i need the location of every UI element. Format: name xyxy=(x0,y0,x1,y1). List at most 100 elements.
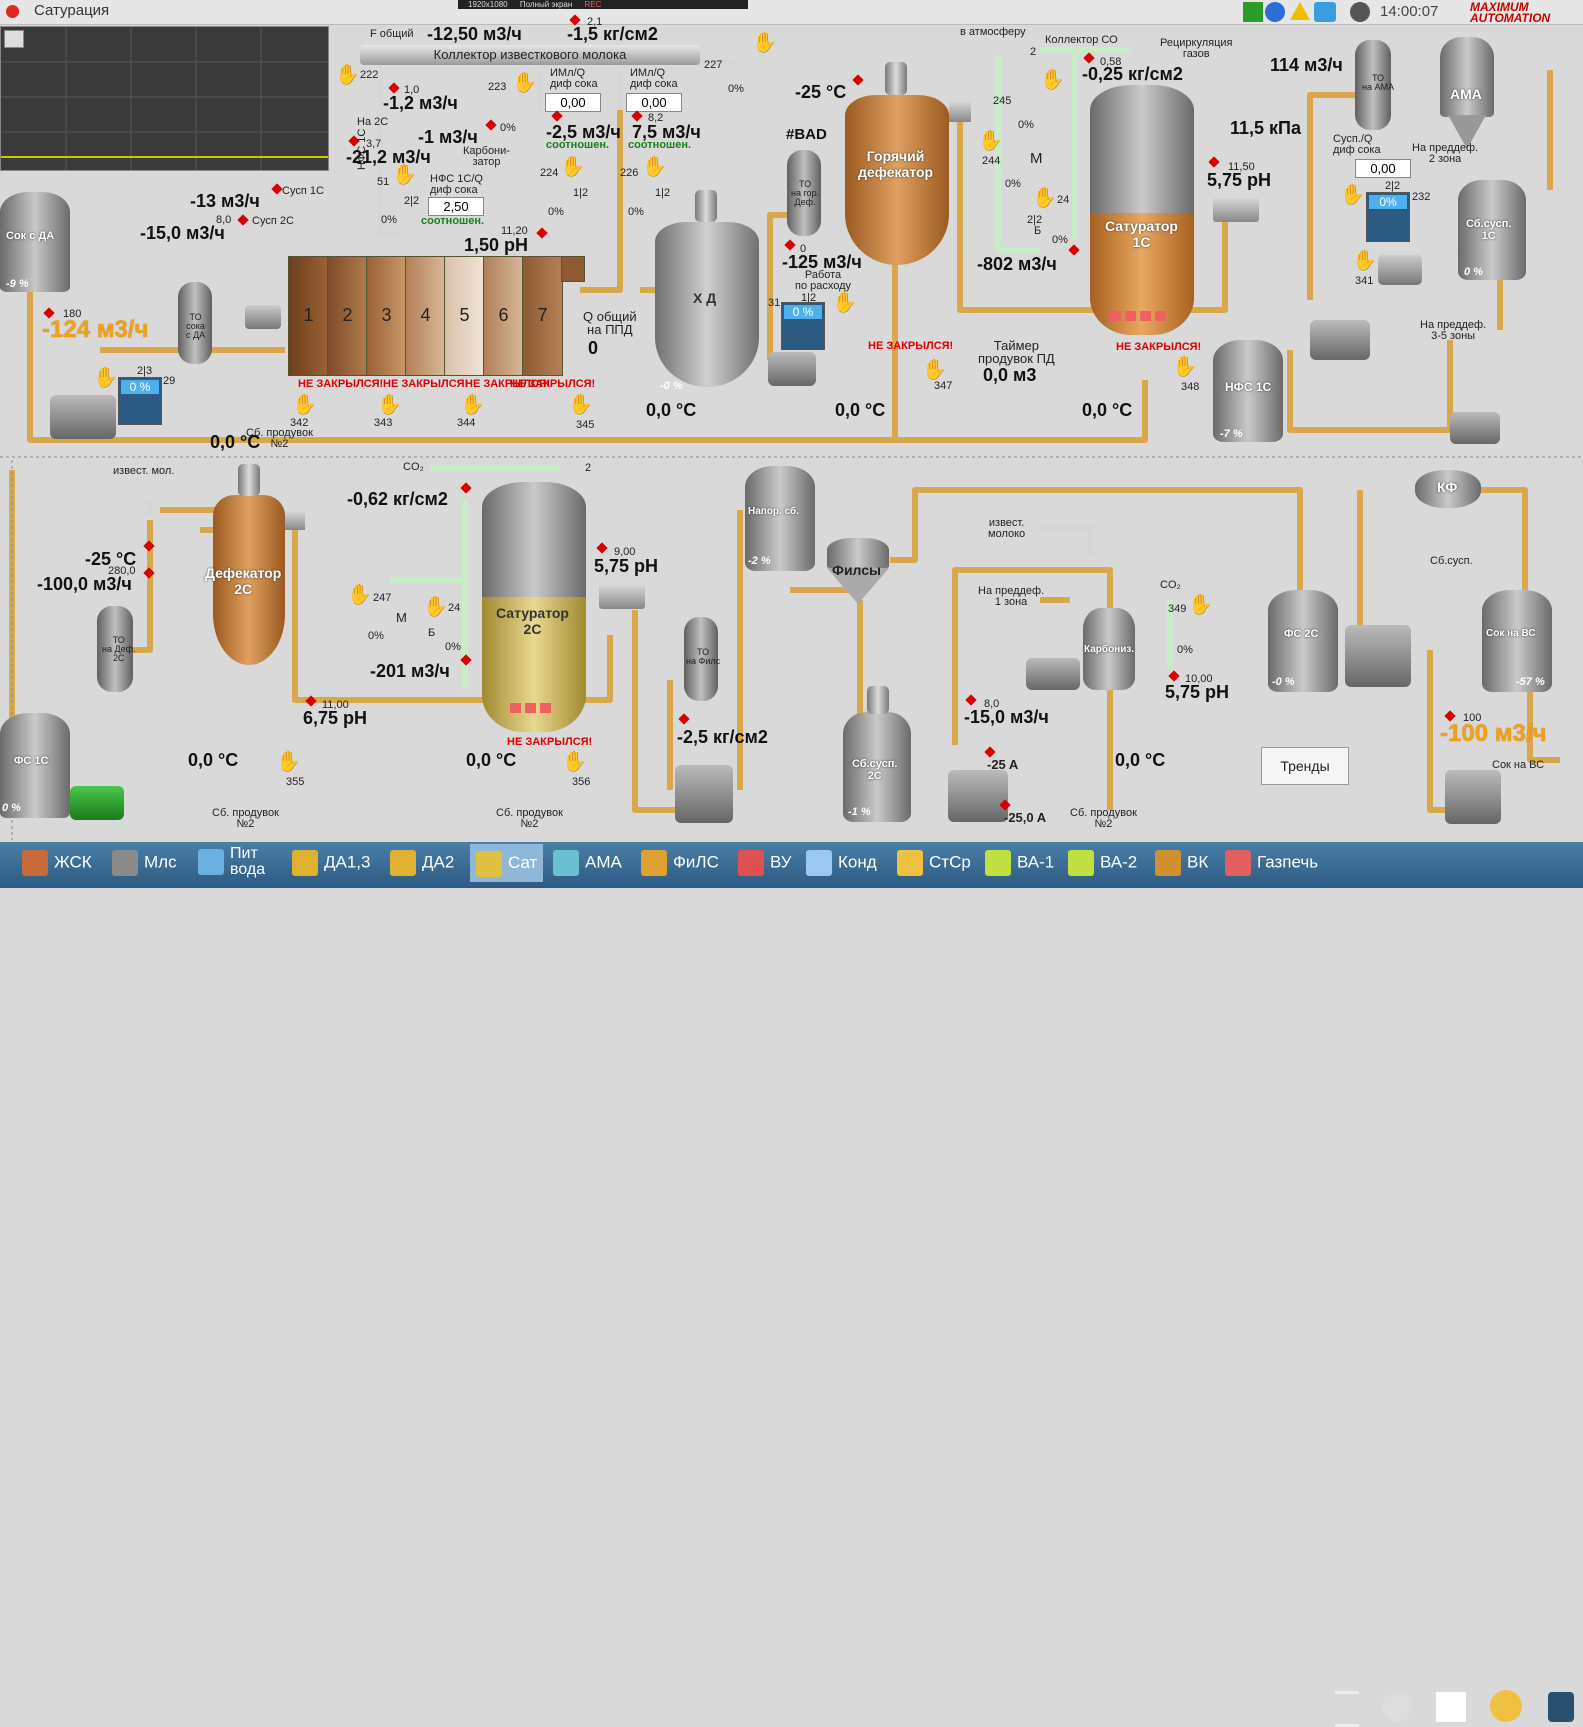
taskbar-item-da13[interactable]: ДА1,3 xyxy=(292,850,370,880)
telegram-icon[interactable] xyxy=(1314,2,1336,22)
chat-icon[interactable] xyxy=(1265,2,1285,22)
pump-fils[interactable] xyxy=(675,765,733,823)
section-6[interactable]: 6 xyxy=(483,256,524,376)
pump-sok-vs[interactable] xyxy=(1445,770,1501,824)
pump-23-controller[interactable]: 0 % xyxy=(118,377,162,425)
ph-sensor-box-2[interactable] xyxy=(599,583,645,609)
pump-sb-susp2c[interactable] xyxy=(948,770,1008,822)
filsy-tank[interactable] xyxy=(827,538,889,568)
pump-motor[interactable] xyxy=(245,305,281,329)
taskbar-item-vk[interactable]: ВК xyxy=(1155,850,1208,880)
taskbar-item-ama[interactable]: АМА xyxy=(553,850,622,880)
network-icon[interactable] xyxy=(1243,2,1263,22)
hd-agitator-motor[interactable] xyxy=(695,190,717,222)
ama-tank[interactable] xyxy=(1440,37,1494,117)
taskbar-item-vu[interactable]: ВУ xyxy=(738,850,792,880)
ima-q1-input[interactable]: 0,00 xyxy=(545,93,601,112)
heat-exchanger-fils[interactable] xyxy=(684,617,718,701)
taskbar-item-fils[interactable]: ФиЛС xyxy=(641,850,719,880)
operator-icon[interactable] xyxy=(1490,1690,1522,1722)
taskbar-item-va2[interactable]: ВА-2 xyxy=(1068,850,1137,880)
manual-hand-icon[interactable]: ✋ xyxy=(562,751,587,773)
save-icon[interactable] xyxy=(4,30,24,48)
manual-hand-icon[interactable]: ✋ xyxy=(347,584,372,606)
manual-hand-icon[interactable]: ✋ xyxy=(460,394,485,416)
heat-exchanger-hot-def[interactable] xyxy=(787,150,821,236)
heat-exchanger-sok-da[interactable] xyxy=(178,282,212,364)
manual-hand-icon[interactable]: ✋ xyxy=(423,596,448,618)
section-3[interactable]: 3 xyxy=(366,256,407,376)
manual-hand-icon[interactable]: ✋ xyxy=(512,72,537,94)
nfs-q-input[interactable]: 2,50 xyxy=(428,197,484,216)
heat-exchanger-ama[interactable] xyxy=(1355,40,1391,130)
ima-q2-input[interactable]: 0,00 xyxy=(626,93,682,112)
taskbar-item-pit-voda[interactable]: Пит вода xyxy=(198,846,265,878)
hot-defecator-tank[interactable] xyxy=(845,95,949,265)
carbonizer-tank[interactable] xyxy=(1083,608,1135,690)
pump-12-controller[interactable]: 0 % xyxy=(781,302,825,350)
fullscreen-label[interactable]: Полный экран xyxy=(519,0,573,9)
section-1[interactable]: 1 xyxy=(288,256,329,376)
saturator-2c-tank[interactable] xyxy=(482,482,586,732)
manual-hand-icon[interactable]: ✋ xyxy=(560,156,585,178)
hot-def-agitator-motor[interactable] xyxy=(885,62,907,95)
manual-hand-icon[interactable]: ✋ xyxy=(276,751,301,773)
taskbar-item-da2[interactable]: ДА2 xyxy=(390,850,454,880)
ph-sensor-box[interactable] xyxy=(1213,196,1259,222)
manual-hand-icon[interactable]: ✋ xyxy=(752,32,777,54)
section-4[interactable]: 4 xyxy=(405,256,446,376)
manual-hand-icon[interactable]: ✋ xyxy=(1032,187,1057,209)
section-7[interactable]: 7 xyxy=(522,256,563,376)
rec-label[interactable]: REC xyxy=(584,0,602,9)
taskbar-item-gazpech[interactable]: Газпечь xyxy=(1225,850,1318,880)
nfs-1c-tank[interactable] xyxy=(1213,340,1283,442)
sok-vs-tank[interactable] xyxy=(1482,590,1552,692)
manual-hand-icon[interactable]: ✋ xyxy=(832,292,857,314)
taskbar-item-mls[interactable]: Млс xyxy=(112,850,177,880)
hd-tank[interactable] xyxy=(655,222,759,387)
manual-hand-icon[interactable]: ✋ xyxy=(1188,594,1213,616)
gear-icon[interactable] xyxy=(1382,1692,1412,1722)
manual-hand-icon[interactable]: ✋ xyxy=(642,156,667,178)
saturator-1c-tank[interactable] xyxy=(1090,85,1194,335)
pump-hd[interactable] xyxy=(768,352,816,386)
taskbar-item-stsr[interactable]: СтСр xyxy=(897,850,971,880)
pump-nfs-2[interactable] xyxy=(1450,412,1500,444)
manual-hand-icon[interactable]: ✋ xyxy=(922,359,947,381)
warning-icon[interactable] xyxy=(1290,2,1310,20)
section-5[interactable]: 5 xyxy=(444,256,485,376)
mini-trend-panel[interactable] xyxy=(0,26,329,171)
manual-hand-icon[interactable]: ✋ xyxy=(93,367,118,389)
defecator-2c-tank[interactable] xyxy=(213,495,285,665)
pump-carbonizer[interactable] xyxy=(1026,658,1080,690)
susp-q-input[interactable]: 0,00 xyxy=(1355,159,1411,178)
manual-hand-icon[interactable]: ✋ xyxy=(1172,356,1197,378)
heat-exchanger-def2c[interactable] xyxy=(97,606,133,692)
taskbar-item-sat[interactable]: Сат xyxy=(470,844,544,882)
trends-button[interactable]: Тренды xyxy=(1261,747,1349,785)
sb-susp-1c-tank[interactable] xyxy=(1458,180,1526,280)
pump-fs1c[interactable] xyxy=(70,786,124,820)
section-2[interactable]: 2 xyxy=(327,256,368,376)
status-icon[interactable] xyxy=(1548,1692,1574,1722)
pump-nfs-1[interactable] xyxy=(1310,320,1370,360)
napor-tank[interactable] xyxy=(745,466,815,571)
pump22-controller[interactable]: 0% xyxy=(1366,192,1410,242)
menu-icon[interactable] xyxy=(1335,1691,1359,1727)
manual-hand-icon[interactable]: ✋ xyxy=(1040,69,1065,91)
manual-hand-icon[interactable]: ✋ xyxy=(335,64,360,86)
pump-susp1c[interactable] xyxy=(1378,255,1422,285)
manual-hand-icon[interactable]: ✋ xyxy=(568,394,593,416)
trend-chart-icon[interactable] xyxy=(1436,1692,1466,1722)
sb-susp-2c-tank[interactable] xyxy=(843,712,911,822)
pump-sok-da[interactable] xyxy=(50,395,116,439)
close-icon[interactable] xyxy=(6,5,19,18)
manual-hand-icon[interactable]: ✋ xyxy=(978,130,1003,152)
fs-1c-tank[interactable] xyxy=(0,713,70,818)
manual-hand-icon[interactable]: ✋ xyxy=(377,394,402,416)
manual-hand-icon[interactable]: ✋ xyxy=(1352,250,1377,272)
taskbar-item-zhsk[interactable]: ЖСК xyxy=(22,850,92,880)
kf-filter[interactable] xyxy=(1415,470,1481,508)
manual-hand-icon[interactable]: ✋ xyxy=(1340,184,1365,206)
sb-susp2c-motor[interactable] xyxy=(867,686,889,714)
